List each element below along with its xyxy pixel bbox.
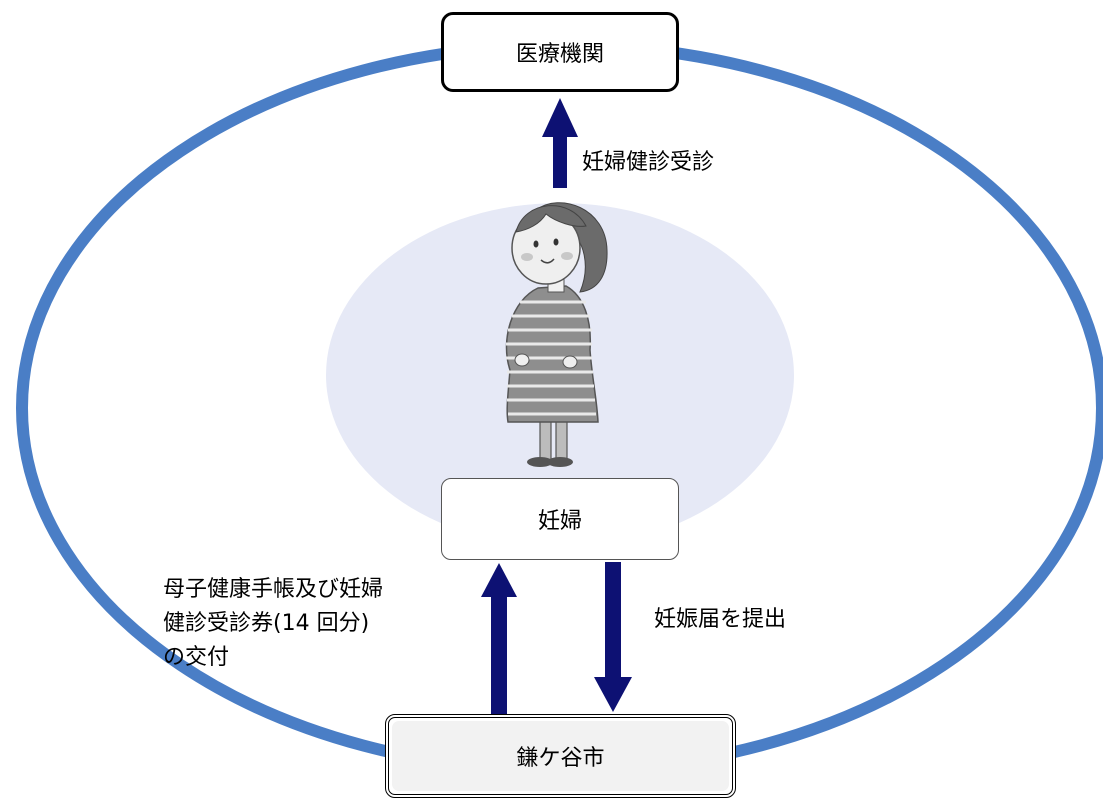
pregnant-woman-illustration <box>505 202 608 467</box>
pregnant-woman-node: 妊婦 <box>441 478 679 560</box>
handbook-issue-line: の交付 <box>163 645 230 671</box>
handbook-issue-line: 母子健康手帳及び妊婦 <box>163 577 384 602</box>
city-node-inner: 鎌ケ谷市 <box>392 721 729 791</box>
medical-institution-label: 医療機関 <box>515 42 604 67</box>
medical-institution-node: 医療機関 <box>441 12 679 92</box>
handbook-issue-label: 母子健康手帳及び妊婦 健診受診券(14 回分) の交付 <box>163 573 383 675</box>
checkup-visit-label: 妊婦健診受診 <box>582 150 715 175</box>
city-node: 鎌ケ谷市 <box>385 714 736 798</box>
arrow-handbook-issue <box>481 563 517 714</box>
arrow-pregnancy-notification <box>594 562 632 712</box>
arrow-checkup <box>542 98 578 188</box>
pregnancy-notification-label: 妊娠届を提出 <box>654 607 787 632</box>
pregnant-woman-label: 妊婦 <box>537 509 582 534</box>
handbook-issue-line: 健診受診券(14 回分) <box>163 611 370 637</box>
city-label: 鎌ケ谷市 <box>516 746 605 771</box>
